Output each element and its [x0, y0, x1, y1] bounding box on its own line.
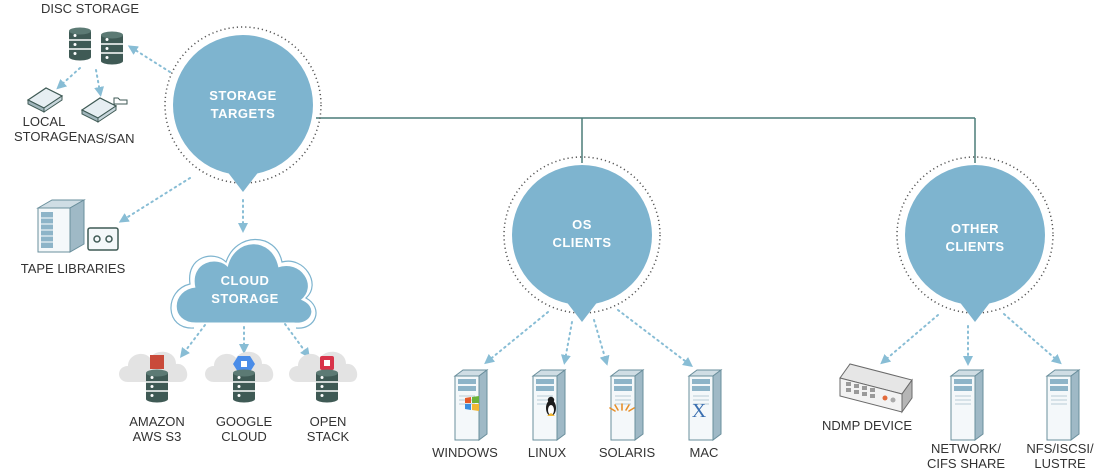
drive-icon [26, 87, 64, 113]
storage-targets-balloon [164, 26, 322, 192]
solaris-server-icon [609, 369, 644, 441]
google-provider-icon [205, 351, 274, 404]
cloud-storage-title: CLOUD STORAGE [211, 273, 279, 306]
mac-server-icon: X [688, 369, 722, 441]
database-icon [68, 26, 124, 66]
windows-logo-icon [465, 396, 479, 411]
os-clients-title: OS CLIENTS [552, 217, 612, 250]
mac-x-icon: X [692, 400, 707, 422]
tape-libraries-label: TAPE LIBRARIES [20, 261, 126, 276]
ndmp-device-label: NDMP DEVICE [821, 418, 913, 433]
windows-server-icon [454, 369, 488, 441]
other-clients-title: OTHER CLIENTS [945, 221, 1005, 254]
folder-icon [113, 97, 128, 105]
linux-tux-icon [546, 396, 556, 416]
solaris-sun-icon [609, 403, 635, 412]
network-share-server-icon [950, 369, 984, 441]
nfs-server-icon [1046, 369, 1080, 441]
disc-storage-label: DISC STORAGE [40, 1, 139, 16]
network-share-label: NETWORK/ CIFS SHARE [926, 441, 1005, 471]
cloud-icon [170, 239, 317, 329]
drive-icon [80, 97, 118, 123]
connector-lines [316, 117, 976, 163]
linux-label: LINUX [527, 445, 567, 460]
openstack-label: OPEN STACK [306, 414, 350, 444]
google-label: GOOGLE CLOUD [215, 414, 273, 444]
openstack-provider-icon [289, 351, 358, 404]
windows-label: WINDOWS [432, 445, 498, 460]
cassette-icon [87, 227, 119, 251]
nfs-label: NFS/ISCSI/ LUSTRE [1026, 441, 1094, 471]
amazon-label: AMAZON AWS S3 [129, 414, 185, 444]
storage-targets-title: STORAGE TARGETS [209, 88, 277, 121]
tape-library-icon [36, 199, 86, 253]
nas-san-label: NAS/SAN [77, 131, 135, 146]
other-clients-balloon [896, 156, 1054, 322]
mac-label: MAC [689, 445, 719, 460]
linux-server-icon [532, 369, 566, 441]
dotted-arrows [56, 45, 1062, 368]
ndmp-device-icon [839, 363, 913, 414]
solaris-label: SOLARIS [598, 445, 656, 460]
local-storage-label: LOCAL STORAGE [14, 114, 78, 144]
amazon-provider-icon [119, 351, 188, 404]
os-clients-balloon [503, 156, 661, 322]
